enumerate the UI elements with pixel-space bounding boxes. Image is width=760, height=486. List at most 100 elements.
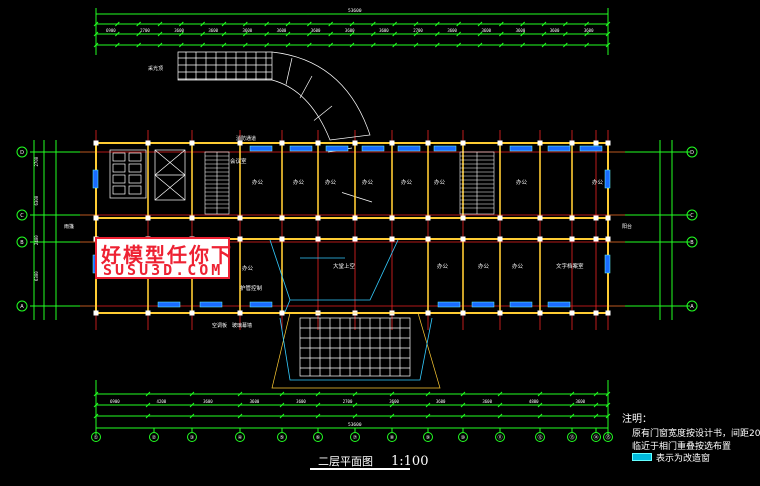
column-5-2 [315,236,321,242]
column-4-2 [279,236,285,242]
column-2-0 [189,140,195,146]
toilet-3-1 [128,185,142,195]
axis-label-b-4: ⑤ [280,435,284,441]
bot-tick-1-416 [145,413,151,419]
axis-bubble-b-8 [423,432,433,442]
bottom-dimension-ticks [93,391,611,419]
top-dim-3: 3600 [208,28,218,33]
bot-tick-13-405 [593,402,599,408]
column-8-0 [425,140,431,146]
column-11-3 [537,310,543,316]
column-9-2 [460,236,466,242]
axis-label-b-7: ⑧ [390,435,395,441]
column-14-1 [605,215,611,221]
column-0-1 [93,215,99,221]
top-tick-19-24 [498,21,504,27]
bot-dim-7: 3600 [436,399,446,404]
label-fire: 消防通道 [236,135,256,142]
label-kongtiao: 空调板 [212,322,227,329]
notes-title: 注明： [622,414,652,425]
bot-tick-10-416 [497,413,503,419]
bot-tick-2-405 [189,402,195,408]
label-yangtai: 阳台 [622,223,632,230]
top-tick-15-34 [413,31,419,37]
top-total-dim: 53600 [348,8,362,14]
bot-tick-8-416 [425,413,431,419]
room-hall: 大堂上空 [333,262,356,270]
axis-bubble-b-3 [235,432,245,442]
room-office-f: 办公 [434,178,446,186]
column-3-1 [237,215,243,221]
bot-tick-10-405 [497,402,503,408]
column-7-1 [389,215,395,221]
column-10-1 [497,215,503,221]
column-6-1 [352,215,358,221]
column-14-2 [605,236,611,242]
watermark-cn: 好模型任你下 [101,243,233,267]
top-dim-7: 3600 [345,28,355,33]
bot-dim-1: 4200 [157,399,167,404]
cyan-outline [279,317,433,381]
structural-columns [93,140,611,316]
top-tick-21-45 [541,42,547,48]
bot-tick-14-416 [605,413,611,419]
column-11-1 [537,215,543,221]
column-10-0 [497,140,503,146]
bot-tick-11-394 [537,391,543,397]
bot-tick-3-416 [237,413,243,419]
bot-tick-14-394 [605,391,611,397]
column-8-1 [425,215,431,221]
axis-label-r-2: B [690,240,694,246]
axis-bubble-l-3 [16,300,28,312]
axis-bubble-b-10 [495,432,505,442]
top-tick-0-34 [93,31,99,37]
column-1-0 [145,140,151,146]
left-dim-1: 6300 [34,195,39,205]
top-tick-10-45 [306,42,312,48]
top-tick-13-34 [370,31,376,37]
bot-tick-5-394 [315,391,321,397]
axis-label-b-6: ⑦ [353,435,358,441]
top-tick-8-24 [264,21,270,27]
axis-label-b-3: ④ [238,435,243,441]
top-tick-8-45 [264,42,270,48]
top-tick-7-34 [242,31,248,37]
axis-label-r-0: D [690,150,694,156]
window-openings [92,145,611,308]
room-office-h: 办公 [592,178,604,186]
stair-left [204,151,230,215]
column-5-1 [315,215,321,221]
room-office-j: 办公 [437,262,449,270]
window-bot-4 [471,301,495,308]
column-7-0 [389,140,395,146]
column-9-1 [460,215,466,221]
axis-bubble-r-2 [686,236,698,248]
watermark-logo: 好模型任你下 SUSU3D.COM [95,237,233,279]
top-tick-3-34 [157,31,163,37]
bot-tick-14-405 [605,402,611,408]
bot-tick-7-394 [389,391,395,397]
toilet-1-1 [128,163,142,173]
window-bot-2 [249,301,273,308]
top-dim-6: 3600 [311,28,321,33]
bot-dim-10: 3600 [575,399,585,404]
top-tick-11-45 [328,42,334,48]
top-tick-19-34 [498,31,504,37]
column-2-1 [189,215,195,221]
left-dim-2: 2400 [34,235,39,245]
axis-bubble-b-6 [350,432,360,442]
axis-bubble-b-2 [187,432,197,442]
window-bot-6 [547,301,571,308]
room-office-g: 办公 [516,178,528,186]
room-office-b: 办公 [293,178,305,186]
top-tick-5-24 [200,21,206,27]
top-tick-4-24 [178,21,184,27]
room-office-k: 办公 [478,262,490,270]
axis-bubble-l-1 [16,209,28,221]
bot-tick-9-394 [460,391,466,397]
column-10-3 [497,310,503,316]
top-tick-16-34 [434,31,440,37]
bot-dim-2: 3600 [203,399,213,404]
top-tick-18-24 [477,21,483,27]
